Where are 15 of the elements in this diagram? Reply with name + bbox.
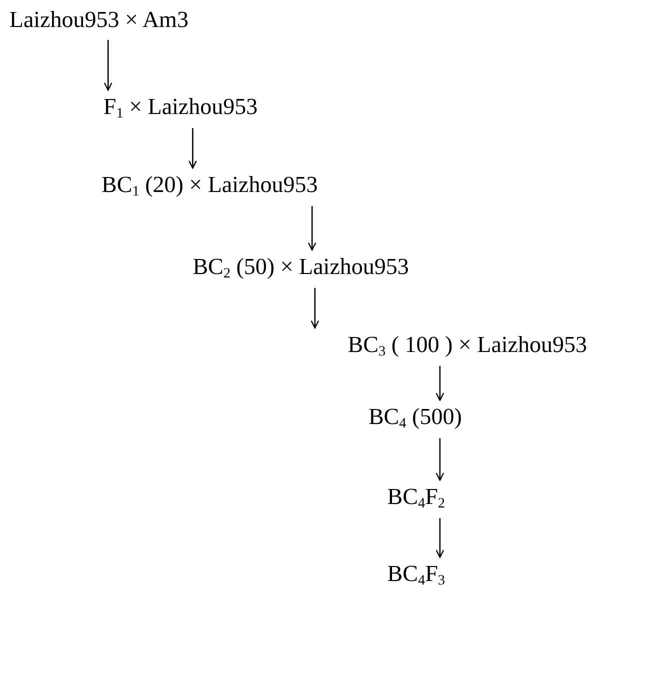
- arrow: [308, 206, 316, 250]
- arrow: [436, 366, 444, 401]
- generation-label: BC$_{4}$F$_{2}$: [387, 484, 445, 512]
- generation-label: BC$_{4}$F$_{3}$: [387, 561, 445, 590]
- generation-label: F$_{1}$ × Laizhou953: [103, 94, 258, 122]
- arrow: [436, 438, 444, 481]
- generation-label: BC$_{1}$ (20) × Laizhou953: [102, 172, 318, 200]
- arrow: [310, 288, 320, 329]
- arrow: [188, 128, 197, 169]
- generation-label: BC$_{4}$ (500): [368, 404, 462, 432]
- generation-label: Laizhou953 × Am3: [9, 7, 188, 34]
- generation-label: BC$_{3}$ ( 100 ) × Laizhou953: [348, 332, 588, 360]
- generation-label: BC$_{2}$ (50) × Laizhou953: [192, 254, 409, 282]
- arrow: [436, 518, 444, 558]
- arrow: [104, 40, 112, 91]
